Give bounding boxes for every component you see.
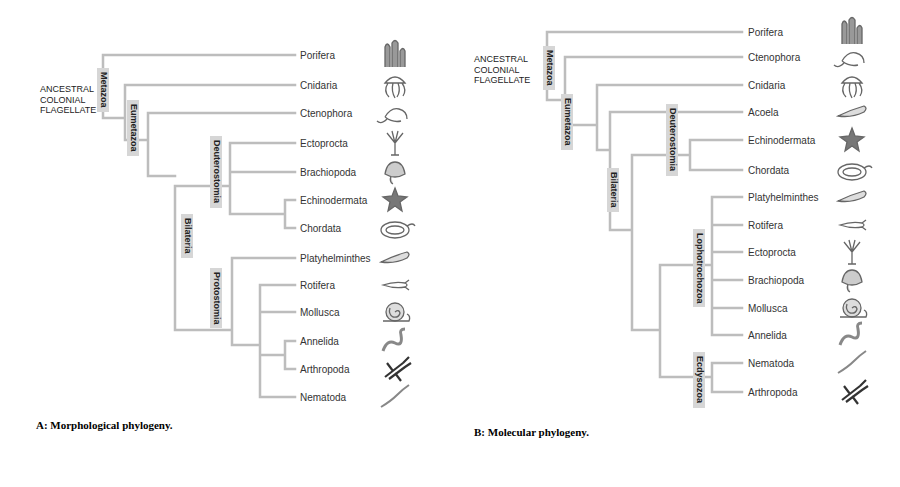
animal-icon (381, 222, 415, 238)
clade-name: Protostomia (212, 272, 222, 325)
animal-icon (383, 188, 407, 211)
animal-icon (840, 128, 864, 151)
taxon-name: Annelida (748, 330, 787, 341)
animal-icon (383, 280, 409, 290)
clade-band: Deuterostomia (666, 104, 678, 175)
animal-icon (838, 106, 866, 117)
taxon-name: Chordata (300, 223, 341, 234)
clade-name: Eumetazoa (129, 104, 139, 152)
clade-band: Eumetazoa (561, 94, 573, 150)
taxon-name: Echinodermata (748, 135, 815, 146)
tree-branches (103, 55, 295, 397)
clade-band: Metazoa (543, 46, 555, 90)
clade-band: Bilateria (181, 214, 193, 258)
taxon-name: Porifera (300, 50, 335, 61)
animal-icon (385, 162, 405, 184)
clade-band: Deuterostomia (210, 136, 222, 207)
animal-icon (838, 164, 872, 180)
animal-icon (381, 252, 409, 263)
taxon-name: Mollusca (300, 307, 339, 318)
clade-band: Eumetazoa (127, 100, 139, 156)
animal-icon (840, 220, 866, 230)
animal-icon (834, 53, 864, 67)
caption: A: Morphological phylogeny. (36, 419, 173, 431)
animal-icon (842, 380, 868, 404)
animal-icon (383, 303, 410, 321)
animal-icon (844, 240, 860, 264)
animal-icon (842, 77, 862, 98)
taxon-name: Annelida (300, 336, 339, 347)
taxon-name: Mollusca (748, 303, 787, 314)
animal-icon (385, 357, 411, 381)
root-label: ANCESTRAL COLONIAL FLAGELLATE (40, 84, 112, 115)
clade-name: Ecdysozoa (695, 356, 705, 403)
taxon-name: Arthropoda (300, 364, 349, 375)
clade-name: Metazoa (545, 50, 555, 86)
taxon-name: Ctenophora (300, 108, 352, 119)
clade-band: Bilateria (607, 168, 619, 212)
tree-branches (547, 32, 742, 392)
taxon-name: Rotifera (300, 280, 335, 291)
animal-icon (840, 299, 867, 317)
taxon-name: Ectoprocta (300, 138, 348, 149)
root-label: ANCESTRAL COLONIAL FLAGELLATE (474, 54, 546, 85)
taxon-name: Rotifera (748, 220, 783, 231)
taxon-name: Chordata (748, 165, 789, 176)
clade-name: Bilateria (183, 218, 193, 254)
taxon-name: Cnidaria (300, 80, 337, 91)
taxon-name: Cnidaria (748, 80, 785, 91)
taxon-name: Ctenophora (748, 52, 800, 63)
clade-name: Deuterostomia (212, 140, 222, 203)
animal-icon (842, 18, 862, 45)
clade-band: Metazoa (97, 68, 109, 112)
clade-band: Protostomia (210, 268, 222, 329)
taxon-name: Porifera (748, 27, 783, 38)
taxon-name: Platyhelminthes (300, 253, 371, 264)
clade-name: Bilateria (609, 172, 619, 208)
taxon-name: Nematoda (300, 392, 346, 403)
clade-band: Lophotrochozoa (693, 229, 705, 308)
taxon-name: Ectoprocta (748, 247, 796, 258)
animal-icon (383, 329, 405, 351)
caption: B: Molecular phylogeny. (474, 426, 589, 438)
animal-icon (840, 323, 862, 345)
taxon-name: Echinodermata (300, 195, 367, 206)
taxon-name: Brachiopoda (300, 167, 356, 178)
animal-icon (381, 385, 409, 407)
taxon-name: Brachiopoda (748, 275, 804, 286)
clade-name: Lophotrochozoa (695, 233, 705, 304)
animal-icon (385, 41, 405, 68)
animal-icon (842, 270, 862, 292)
animal-icon (838, 191, 866, 202)
animal-icon (387, 131, 403, 155)
animal-icon (838, 351, 866, 373)
taxon-name: Nematoda (748, 358, 794, 369)
taxon-name: Acoela (748, 107, 779, 118)
clade-name: Deuterostomia (668, 108, 678, 171)
animal-icon (385, 77, 405, 98)
clade-name: Eumetazoa (563, 98, 573, 146)
clade-band: Ecdysozoa (693, 352, 705, 407)
animal-icons (377, 18, 872, 408)
taxon-name: Arthropoda (748, 387, 797, 398)
animal-icon (377, 109, 407, 123)
clade-name: Metazoa (99, 72, 109, 108)
taxon-name: Platyhelminthes (748, 192, 819, 203)
